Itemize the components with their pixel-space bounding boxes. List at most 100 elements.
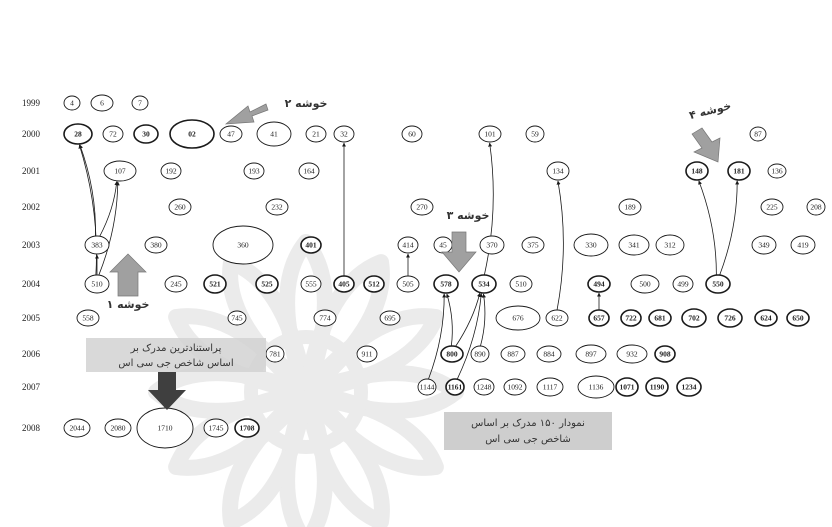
node-circle xyxy=(749,126,767,142)
node-label: 164 xyxy=(303,167,315,176)
node-887: 887 xyxy=(500,345,526,363)
node-label: 30 xyxy=(142,130,150,139)
node-label: 500 xyxy=(639,280,651,289)
node-circle xyxy=(440,345,464,363)
node-label: 510 xyxy=(515,280,527,289)
node-circle xyxy=(648,309,672,327)
node-2080: 2080 xyxy=(104,418,132,438)
node-521: 521 xyxy=(203,274,227,294)
node-650: 650 xyxy=(786,309,810,327)
node-circle xyxy=(618,234,650,256)
node-circle xyxy=(203,274,227,294)
node-circle xyxy=(333,275,355,293)
node-87: 87 xyxy=(749,126,767,142)
node-label: 208 xyxy=(810,203,822,212)
node-circle xyxy=(536,345,562,363)
node-label: 189 xyxy=(624,203,636,212)
year-label-2005: 2005 xyxy=(22,313,41,323)
node-534: 534 xyxy=(471,274,497,294)
node-circle xyxy=(577,375,615,399)
node-193: 193 xyxy=(243,162,265,180)
node-label: 349 xyxy=(758,241,770,250)
node-circle xyxy=(397,236,419,254)
node-781: 781 xyxy=(265,345,285,363)
node-circle xyxy=(503,378,527,396)
node-72: 72 xyxy=(102,125,124,143)
node-circle xyxy=(654,345,676,363)
node-circle xyxy=(525,125,545,143)
top-cited-caption-box xyxy=(86,338,266,372)
node-1708: 1708 xyxy=(234,418,260,438)
node-label: 624 xyxy=(760,314,772,323)
node-label: 87 xyxy=(754,130,762,139)
citation-edge xyxy=(719,180,740,276)
node-1234: 1234 xyxy=(676,377,702,397)
node-circle xyxy=(545,309,569,327)
node-label: 1234 xyxy=(682,383,697,392)
node-label: 1161 xyxy=(448,383,463,392)
node-383: 383 xyxy=(84,235,110,255)
node-label: 558 xyxy=(82,314,94,323)
node-label: 134 xyxy=(552,167,564,176)
year-label-2007: 2007 xyxy=(22,382,41,392)
node-1144: 1144 xyxy=(417,378,437,396)
node-label: 148 xyxy=(691,167,703,176)
node-label: 28 xyxy=(74,130,82,139)
node-578: 578 xyxy=(433,274,459,294)
node-circle xyxy=(478,125,502,143)
node-circle xyxy=(500,345,526,363)
node-circle xyxy=(470,345,490,363)
node-circle xyxy=(103,160,137,182)
cluster-1-label: خوشه ۱ xyxy=(107,298,150,311)
node-circle xyxy=(806,198,826,216)
node-label: 494 xyxy=(593,280,605,289)
watermark-ring xyxy=(244,330,368,454)
node-circle xyxy=(63,95,81,111)
node-681: 681 xyxy=(648,309,672,327)
node-circle xyxy=(717,308,743,328)
node-label: 02 xyxy=(188,130,196,139)
node-494: 494 xyxy=(587,275,611,293)
node-label: 107 xyxy=(114,167,126,176)
node-label: 510 xyxy=(91,280,103,289)
node-884: 884 xyxy=(536,345,562,363)
cluster-annotations: خوشه ۱ خوشه ۲ خوشه ۳ خوشه ۴ پراستنادترین… xyxy=(86,97,733,450)
node-349: 349 xyxy=(751,235,777,255)
node-148: 148 xyxy=(685,161,709,181)
node-circle xyxy=(546,161,570,181)
node-circle xyxy=(168,198,192,216)
citation-edge xyxy=(480,293,486,347)
node-circle xyxy=(256,121,292,147)
node-circle xyxy=(305,125,327,143)
node-circle xyxy=(102,125,124,143)
node-circle xyxy=(300,275,322,293)
node-134: 134 xyxy=(546,161,570,181)
node-circle xyxy=(104,418,132,438)
node-label: 1092 xyxy=(508,383,523,392)
node-circle xyxy=(379,310,401,326)
cluster-2-arrow-icon xyxy=(224,103,269,125)
node-label: 890 xyxy=(474,350,486,359)
node-label: 1190 xyxy=(650,383,665,392)
node-label: 1136 xyxy=(589,383,604,392)
node-225: 225 xyxy=(760,198,784,216)
node-label: 555 xyxy=(305,280,317,289)
node-1136: 1136 xyxy=(577,375,615,399)
node-label: 512 xyxy=(368,280,380,289)
year-label-2004: 2004 xyxy=(22,279,41,289)
node-circle xyxy=(786,309,810,327)
year-label-2008: 2008 xyxy=(22,423,41,433)
node-label: 676 xyxy=(512,314,524,323)
node-label: 383 xyxy=(91,241,103,250)
node-1161: 1161 xyxy=(445,378,465,396)
node-312: 312 xyxy=(655,234,685,256)
node-label: 270 xyxy=(416,203,428,212)
node-525: 525 xyxy=(255,274,279,294)
node-label: 695 xyxy=(384,314,396,323)
node-7: 7 xyxy=(131,95,149,111)
node-505: 505 xyxy=(396,275,420,293)
node-label: 1248 xyxy=(477,383,492,392)
citation-edge xyxy=(445,293,453,347)
node-695: 695 xyxy=(379,310,401,326)
